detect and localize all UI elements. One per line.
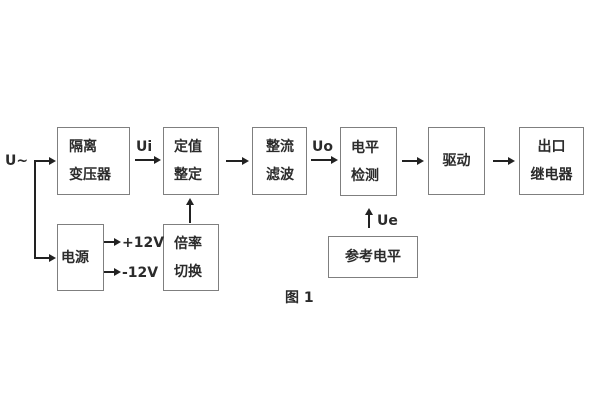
arrow-minus-12v bbox=[104, 268, 121, 276]
box-text-line: 整定 bbox=[174, 167, 202, 183]
box-text-line: 出口 bbox=[537, 139, 566, 155]
box-ratio-switch: 倍率切换 bbox=[163, 224, 219, 291]
box-output-relay: 出口继电器 bbox=[519, 127, 584, 195]
line-u-branch bbox=[34, 160, 36, 259]
arrow-u-to-power bbox=[35, 254, 56, 262]
box-reference-level: 参考电平 bbox=[328, 236, 418, 278]
arrow-detection-to-drive bbox=[402, 157, 424, 165]
arrow-ui bbox=[135, 156, 161, 164]
box-text-line: 参考电平 bbox=[345, 249, 401, 265]
box-text-line: 继电器 bbox=[530, 167, 573, 183]
box-drive: 驱动 bbox=[428, 127, 485, 195]
box-setting: 定值整定 bbox=[163, 127, 219, 195]
box-text-line: 切换 bbox=[174, 263, 202, 280]
label-ui: Ui bbox=[136, 139, 153, 155]
box-text-line: 驱动 bbox=[442, 153, 471, 169]
label-uo: Uo bbox=[312, 139, 333, 155]
label-minus-12v: -12V bbox=[122, 265, 159, 281]
arrow-ratio-to-setting bbox=[186, 198, 194, 223]
box-power-supply: 电源 bbox=[57, 224, 104, 291]
arrow-ue bbox=[365, 208, 373, 228]
box-text-line: 整流 bbox=[266, 139, 294, 155]
label-ue: Ue bbox=[377, 213, 398, 229]
box-text-line: 检测 bbox=[351, 167, 379, 184]
box-rectifier-filter: 整流滤波 bbox=[252, 127, 307, 195]
box-text-line: 倍率 bbox=[174, 235, 202, 252]
arrow-setting-to-rectifier bbox=[226, 157, 249, 165]
box-level-detection: 电平检测 bbox=[340, 127, 397, 196]
label-u-input: U~ bbox=[5, 153, 29, 169]
box-isolation-transformer: 隔离变压器 bbox=[57, 127, 130, 195]
label-plus-12v: +12V bbox=[122, 235, 165, 251]
arrow-drive-to-relay bbox=[493, 157, 515, 165]
arrow-uo bbox=[311, 156, 338, 164]
figure-caption: 图 1 bbox=[285, 290, 314, 306]
box-text-line: 电平 bbox=[351, 139, 379, 156]
arrow-plus-12v bbox=[104, 238, 121, 246]
box-text-line: 隔离 bbox=[69, 139, 97, 155]
arrow-u-to-transformer bbox=[35, 157, 56, 165]
box-text-line: 电源 bbox=[61, 249, 89, 266]
box-text-line: 定值 bbox=[174, 139, 202, 155]
box-text-line: 滤波 bbox=[266, 167, 294, 183]
box-text-line: 变压器 bbox=[69, 167, 111, 183]
